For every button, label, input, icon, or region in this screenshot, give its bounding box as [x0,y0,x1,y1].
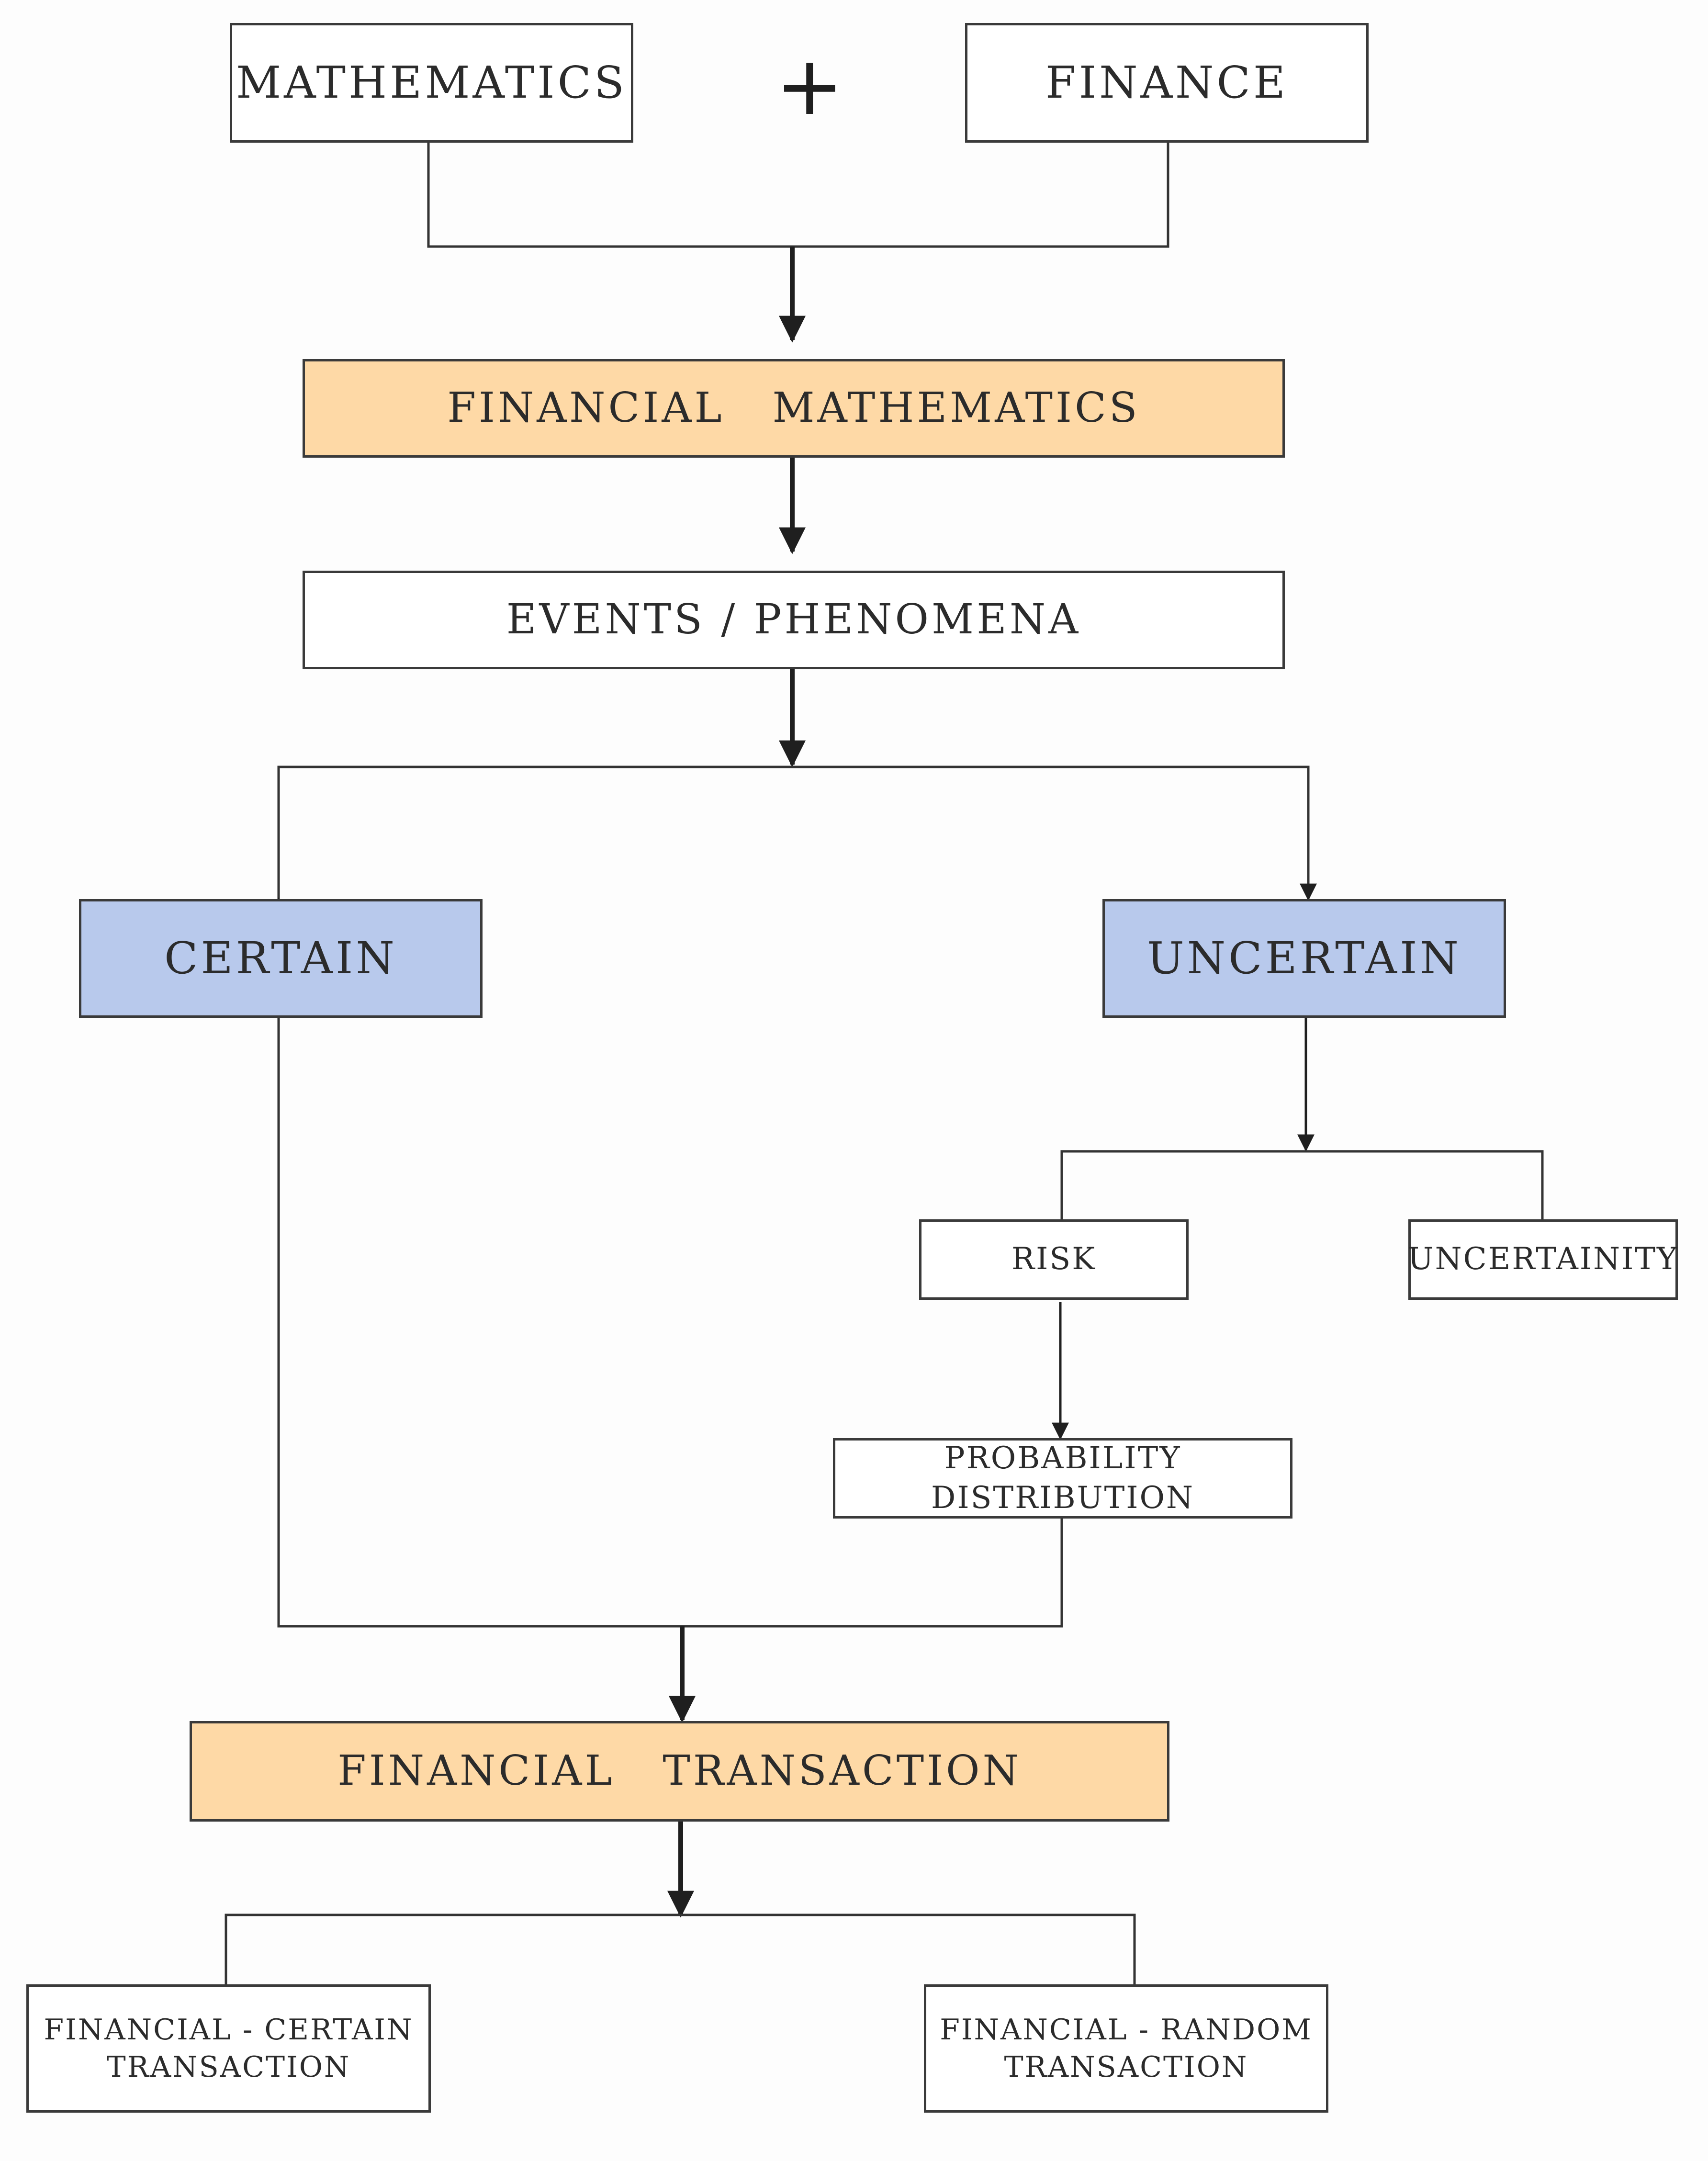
uncertain-box: UNCERTAIN [1102,899,1506,1018]
financial-random-line2: TRANSACTION [1004,2050,1248,2084]
financial-certain-line1: FINANCIAL - CERTAIN [44,2013,414,2047]
risk-label: RISK [1011,1241,1097,1277]
certain-box: CERTAIN [79,899,483,1018]
financial-random-transaction-box: FINANCIAL - RANDOM TRANSACTION [924,1984,1328,2113]
uncertainity-box: UNCERTAINITY [1408,1219,1678,1300]
financial-random-line1: FINANCIAL - RANDOM [940,2013,1313,2047]
events-phenomena-box: EVENTS / PHENOMENA [303,571,1285,669]
connector-outcomes [225,1913,1136,1985]
finance-box: FINANCE [965,23,1369,143]
financial-transaction-box: FINANCIAL TRANSACTION [190,1721,1169,1822]
connector-math-finance [427,142,1169,248]
risk-box: RISK [919,1219,1189,1300]
financial-transaction-label: FINANCIAL TRANSACTION [337,1747,1022,1795]
probability-distribution-label: PROBABILITY DISTRIBUTION [931,1440,1194,1516]
uncertain-label: UNCERTAIN [1147,933,1461,984]
financial-mathematics-box: FINANCIAL MATHEMATICS [303,359,1285,458]
mathematics-box: MATHEMATICS [230,23,633,143]
plus-sign: + [775,39,844,134]
uncertainity-label: UNCERTAINITY [1407,1241,1679,1277]
probability-distribution-box: PROBABILITY DISTRIBUTION [833,1438,1292,1519]
financial-mathematics-label: FINANCIAL MATHEMATICS [447,384,1140,432]
connector-risk-uncertainity [1060,1150,1544,1222]
financial-certain-transaction-box: FINANCIAL - CERTAIN TRANSACTION [26,1984,431,2113]
mathematics-label: MATHEMATICS [236,57,628,109]
financial-certain-line2: TRANSACTION [106,2050,351,2084]
certain-label: CERTAIN [164,933,397,984]
events-phenomena-label: EVENTS / PHENOMENA [506,596,1081,644]
finance-label: FINANCE [1045,57,1289,109]
connector-merge [277,1017,1063,1628]
connector-split [270,765,1317,915]
